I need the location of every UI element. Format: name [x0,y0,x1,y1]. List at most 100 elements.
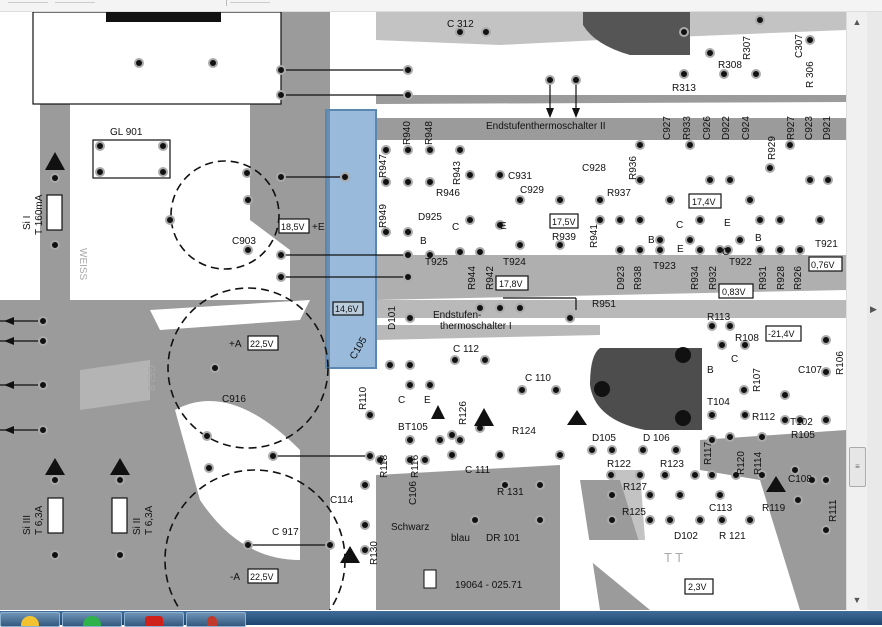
app-icon [207,616,217,626]
solder-pad [707,470,717,480]
solder-pad [665,515,675,525]
solder-pad [403,177,413,187]
solder-pad [276,250,286,260]
solder-pad [115,475,125,485]
solder-pad [480,355,490,365]
solder-pad [405,435,415,445]
solder-pad [276,65,286,75]
expand-arrow-icon[interactable]: ▶ [870,304,877,314]
pin-b: B [420,236,427,247]
solder-pad [740,410,750,420]
scroll-down-arrow-icon[interactable]: ▼ [852,595,862,605]
solder-pad [555,195,565,205]
label-c106: C106 [408,481,419,505]
solder-pad [475,303,485,313]
label-r934: R934 [690,266,701,290]
vertical-scrollbar[interactable]: ▲ ≡ ▼ [846,12,867,610]
solder-pad [243,195,253,205]
solder-pad [381,177,391,187]
label-r108: R108 [735,333,759,344]
solder-pad [375,455,385,465]
solder-pad [707,410,717,420]
solder-pad [202,431,212,441]
media-icon [145,616,163,626]
pin-c: C [731,354,738,365]
solder-pad [545,75,555,85]
solder-pad [517,385,527,395]
pin-e: E [724,218,731,229]
label-d925: D925 [418,212,442,223]
scroll-thumb[interactable]: ≡ [849,447,866,487]
solder-pad [807,475,817,485]
solder-pad [381,227,391,237]
label-r116: R116 [410,454,421,478]
label-c107: C107 [798,365,822,376]
solder-pad [660,470,670,480]
solder-pad [535,515,545,525]
solder-pad [635,245,645,255]
selection-highlight[interactable] [325,109,377,369]
scroll-up-arrow-icon[interactable]: ▲ [852,17,862,27]
solder-pad [823,175,833,185]
solder-pad [481,27,491,37]
solder-pad [719,69,729,79]
solder-pad [607,490,617,500]
component-labels: C 312 R307 C307 R 306 R308 R313 GL 901 C… [110,19,846,565]
solder-pad [671,445,681,455]
image-viewport[interactable]: 18,5V +E 14,6V 17,5V 17,4V 17,8V 0,83V 0… [0,12,846,610]
solder-pad [635,175,645,185]
voltage-17-5: 17,5V [552,217,576,227]
solder-pad [715,490,725,500]
solder-pad [365,451,375,461]
solder-pad [679,69,689,79]
label-r939: R939 [552,232,576,243]
voltage-minus-21-4: -21,4V [768,329,795,339]
label-t105: T105 [405,422,428,433]
solder-pad [785,140,795,150]
speaker-symbol [423,569,437,589]
viewer-toolbar [0,0,882,12]
solder-pad [665,195,675,205]
solder-pad [515,195,525,205]
label-r117: R117 [703,441,714,465]
label-r947: R947 [378,154,389,178]
solder-pad [755,15,765,25]
label-d105: D105 [592,433,616,444]
connector-arrows [4,108,580,434]
label-t102: T102 [790,417,813,428]
solder-pad [739,385,749,395]
solder-pad [405,360,415,370]
solder-pad [685,235,695,245]
solder-pad [425,250,435,260]
solder-pad [470,515,480,525]
solder-pad [679,27,689,37]
solder-pad [465,215,475,225]
pin-b: B [648,235,655,246]
solder-pad [515,303,525,313]
label-r943: R943 [452,161,463,185]
solder-pad [695,215,705,225]
solder-pad [38,336,48,346]
solder-pad [158,167,168,177]
label-t923: T923 [653,261,676,272]
solder-pad [793,495,803,505]
solder-pad [731,470,741,480]
solder-pad [751,69,761,79]
label-r120: R120 [736,451,747,475]
solder-pad [381,145,391,155]
fuse-si2-rating: T 6,3A [144,505,155,535]
solder-pad [405,455,415,465]
label-c926: C926 [702,116,713,140]
solder-pad [775,215,785,225]
label-c113: C113 [709,503,733,514]
label-c924: C924 [741,116,752,140]
solder-pad [360,545,370,555]
label-r938: R938 [633,266,644,290]
solder-pad [158,141,168,151]
solder-pad [555,240,565,250]
label-r941: R941 [589,224,600,248]
voltage-17-4: 17,4V [692,197,716,207]
label-r949: R949 [378,204,389,228]
part-number: 19064 - 025.71 [455,580,523,591]
fuse-si1-rating: T 160mA [34,194,45,235]
